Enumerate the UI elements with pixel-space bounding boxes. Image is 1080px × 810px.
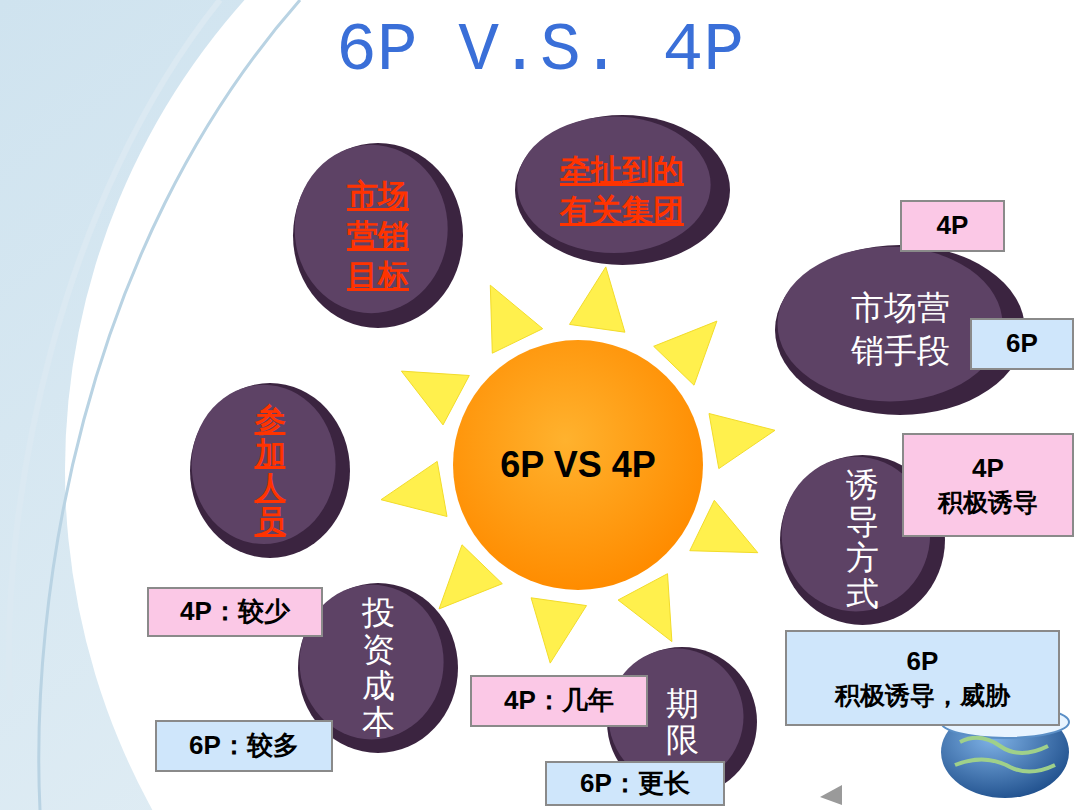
text-group: 6P <box>1006 326 1038 361</box>
text-group: 6P VS 4P <box>500 444 655 486</box>
tag-text: 4P <box>938 451 1038 486</box>
compare-tag: 4P：几年 <box>470 675 648 727</box>
tag-text: 6P <box>835 644 1010 679</box>
disk-rim <box>190 383 350 558</box>
node-text: 诱导方式 <box>846 467 879 612</box>
text-group: 期限 <box>666 686 699 759</box>
sun-ray <box>531 598 586 663</box>
sun-ray <box>401 371 469 425</box>
compare-tag: 4P：较少 <box>147 587 323 637</box>
sun-ray <box>690 500 758 552</box>
compare-tag: 6P：较多 <box>155 720 333 772</box>
text-group: 6P积极诱导，威胁 <box>835 644 1010 713</box>
background-arc <box>65 0 1080 810</box>
sun-rays <box>381 267 775 663</box>
node-text: 投资成本 <box>362 595 395 740</box>
text-group: 参加人员 <box>255 402 286 538</box>
sun-ray <box>490 285 542 353</box>
text-group: 4P积极诱导 <box>938 451 1038 520</box>
nav-arrow <box>820 785 842 805</box>
text-group: 6P：更长 <box>580 766 690 801</box>
node-text: 参加人员 <box>255 402 286 538</box>
tag-text: 6P <box>1006 326 1038 361</box>
disk-face <box>517 117 711 254</box>
disk-face <box>295 144 448 312</box>
tag-text: 4P <box>937 208 969 243</box>
disk-rim <box>515 115 730 265</box>
disk-rim <box>293 143 463 328</box>
sun-ray <box>381 461 447 516</box>
text-group: 6P：较多 <box>189 728 299 763</box>
text-group: 诱导方式 <box>846 467 879 612</box>
node-text: 牵扯到的有关集团 <box>560 150 684 231</box>
node-text: 市场营销手段 <box>851 287 950 373</box>
topic-disk: 牵扯到的有关集团 <box>515 115 730 265</box>
topic-disk: 参加人员 <box>190 383 350 558</box>
disk-face <box>778 247 1003 402</box>
node-text: 期限 <box>666 686 699 759</box>
center-circle: 6P VS 4P <box>453 340 703 590</box>
compare-tag: 4P积极诱导 <box>902 433 1074 537</box>
sun-ray <box>570 267 625 332</box>
text-group: 4P：较少 <box>180 594 290 629</box>
tag-text: 4P：几年 <box>504 683 614 718</box>
disk-shape <box>515 115 730 265</box>
sun-ray <box>709 414 775 469</box>
compare-tag: 6P：更长 <box>545 761 725 806</box>
tag-text: 6P：较多 <box>189 728 299 763</box>
node-text: 市场营销目标 <box>347 175 409 296</box>
compare-tag: 4P <box>900 200 1005 252</box>
compare-tag: 6P <box>970 318 1074 370</box>
sun-ray <box>618 574 672 642</box>
text-group: 4P <box>937 208 969 243</box>
topic-disk: 市场营销目标 <box>293 143 463 328</box>
tag-text: 4P：较少 <box>180 594 290 629</box>
tag-text: 6P：更长 <box>580 766 690 801</box>
tag-text: 积极诱导 <box>938 486 1038 520</box>
sun-fill <box>453 340 703 590</box>
text-group: 4P：几年 <box>504 683 614 718</box>
text-group: 牵扯到的有关集团 <box>560 150 684 231</box>
swoosh-line <box>39 0 300 810</box>
compare-tag: 6P积极诱导，威胁 <box>785 630 1060 726</box>
text-group: 投资成本 <box>362 595 395 740</box>
disk-face <box>192 384 336 543</box>
node-text: 6P VS 4P <box>500 444 655 486</box>
text-group: 市场营销手段 <box>851 287 950 373</box>
tag-text: 积极诱导，威胁 <box>835 679 1010 713</box>
title: 6P V.S. 4P <box>0 12 1080 89</box>
text-group: 市场营销目标 <box>347 175 409 296</box>
